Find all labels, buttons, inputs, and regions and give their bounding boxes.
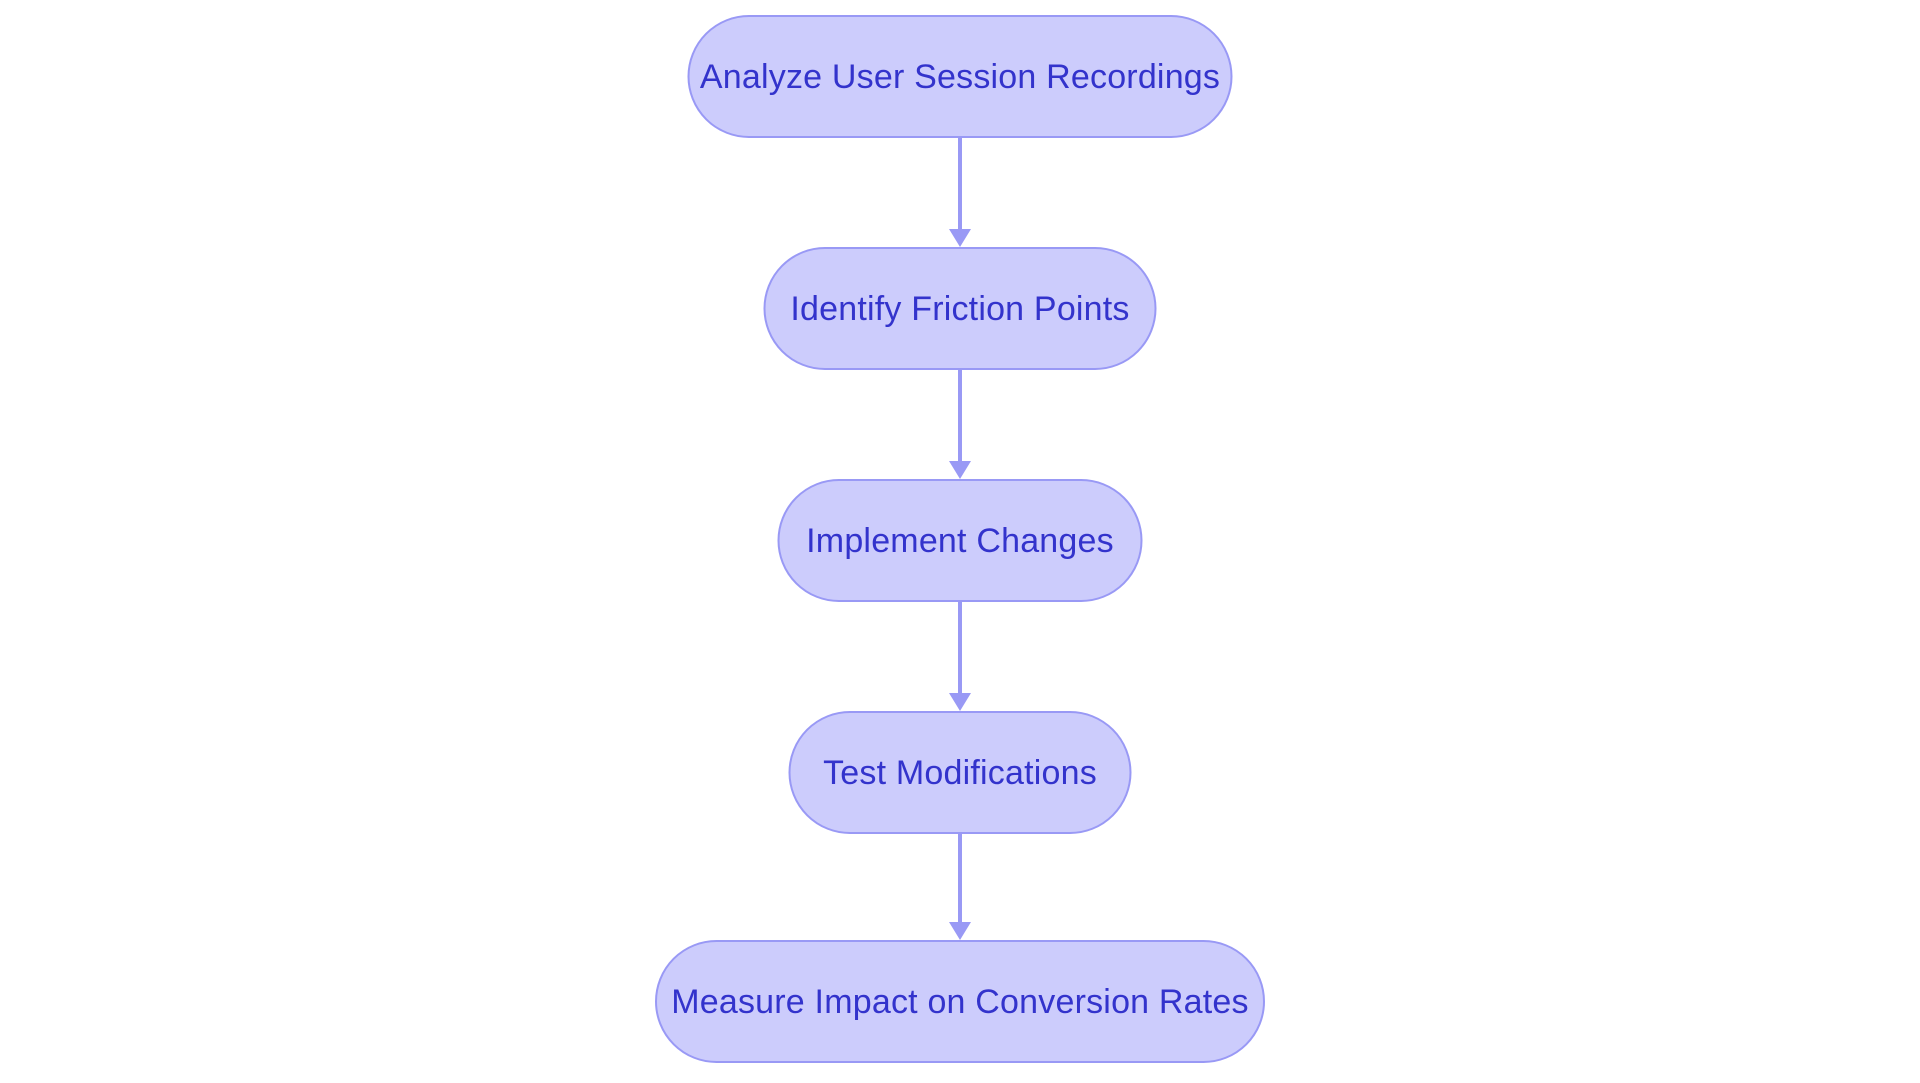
flow-edge-line (958, 834, 962, 922)
flow-node-label: Analyze User Session Recordings (699, 57, 1221, 96)
flow-node-analyze-user-session-recordings[interactable]: Analyze User Session Recordings (687, 15, 1233, 138)
flow-node-label: Measure Impact on Conversion Rates (671, 982, 1249, 1021)
flow-node-implement-changes[interactable]: Implement Changes (777, 479, 1143, 602)
flow-node-test-modifications[interactable]: Test Modifications (788, 711, 1132, 834)
arrow-down-icon (949, 461, 971, 479)
flow-node-label: Implement Changes (806, 521, 1114, 560)
flow-edge-4 (947, 834, 973, 940)
flow-node-measure-impact-on-conversion-rates[interactable]: Measure Impact on Conversion Rates (655, 940, 1265, 1063)
flow-node-label: Test Modifications (823, 753, 1097, 792)
flow-edge-line (958, 138, 962, 229)
arrow-down-icon (949, 693, 971, 711)
flow-node-label: Identify Friction Points (790, 289, 1130, 328)
arrow-down-icon (949, 922, 971, 940)
flow-edge-line (958, 602, 962, 693)
arrow-down-icon (949, 229, 971, 247)
flow-edge-line (958, 370, 962, 461)
flow-edge-2 (947, 370, 973, 479)
flow-edge-1 (947, 138, 973, 247)
flow-edge-3 (947, 602, 973, 711)
flow-node-identify-friction-points[interactable]: Identify Friction Points (763, 247, 1157, 370)
